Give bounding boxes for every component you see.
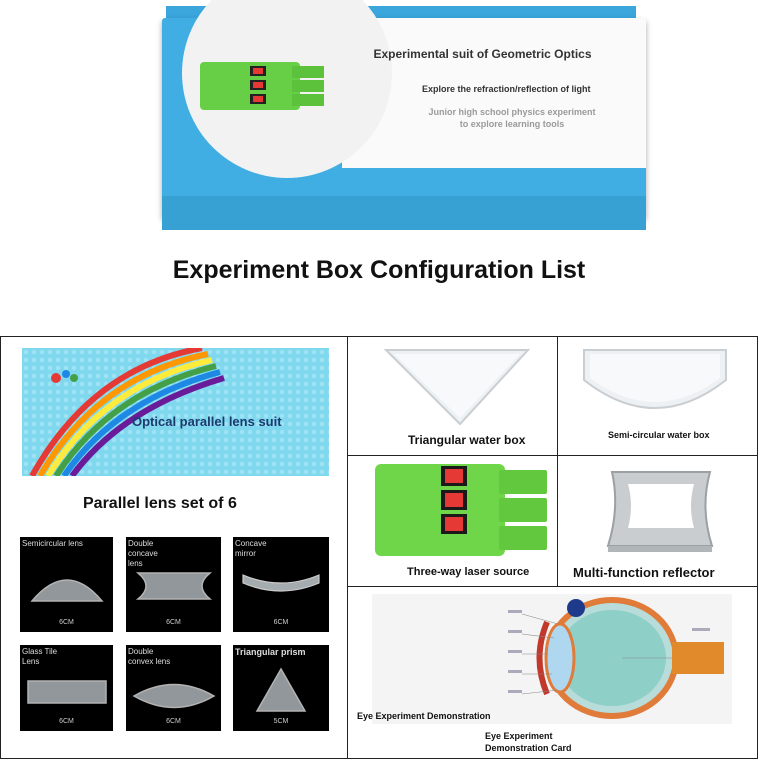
glass-tile-lens-icon — [27, 680, 107, 704]
lens-size: 6CM — [166, 619, 181, 626]
semicircular-lens-icon — [30, 579, 104, 602]
lens-size: 6CM — [166, 718, 181, 725]
triangular-water-box-image — [383, 349, 531, 426]
box-tagline: Junior high school physics experiment to… — [422, 106, 602, 130]
panel-divider-h1 — [347, 455, 758, 456]
lens-size: 6CM — [59, 619, 74, 626]
product-box-photo: Experimental suit of Geometric Optics Ex… — [162, 0, 646, 230]
parallel-card-text: Optical parallel lens suit — [132, 414, 282, 429]
box-title: Experimental suit of Geometric Optics — [373, 47, 592, 61]
box-bottom-flap — [162, 196, 646, 230]
box-subtitle: Explore the refraction/reflection of lig… — [422, 84, 591, 94]
eye-diagram-graphic — [508, 597, 724, 719]
eye-diagram-image — [372, 594, 732, 724]
box-tagline-line1: Junior high school physics experiment — [428, 107, 596, 117]
rainbow-graphic — [29, 348, 225, 476]
page-heading: Experiment Box Configuration List — [172, 256, 586, 284]
lens-size: 6CM — [273, 619, 289, 626]
reflector-label: Multi-function reflector — [573, 565, 715, 580]
semicircular-water-box-label: Semi-circular water box — [608, 430, 710, 440]
lens-tile-double-concave: Double concave lens 6CM — [126, 537, 221, 632]
panel-divider-h2 — [347, 586, 758, 587]
triangular-prism-icon — [255, 667, 307, 712]
box-front: Experimental suit of Geometric Optics Ex… — [162, 0, 646, 230]
lens-label: Triangular prism — [235, 647, 306, 657]
lens-tile-triangular-prism: Triangular prism 5CM — [233, 645, 329, 731]
lens-label: Glass Tile Lens — [22, 647, 58, 666]
eye-demo-label: Eye Experiment Demonstration — [357, 711, 491, 721]
multi-function-reflector-image — [606, 471, 714, 552]
lens-tile-concave-mirror: Concave mirror 6CM — [233, 537, 329, 632]
lens-tile-semicircular: Semicircular lens 6CM — [20, 537, 113, 632]
lens-tile-glass-tile: Glass Tile Lens 6CM — [20, 645, 113, 731]
panel-divider-vertical-right — [557, 336, 558, 586]
panel-divider-vertical — [347, 336, 348, 759]
lens-label: Concave mirror — [235, 539, 267, 558]
eye-card-label: Eye Experiment Demonstration Card — [485, 731, 572, 753]
lens-label: Double concave lens — [128, 539, 158, 568]
box-tagline-line2: to explore learning tools — [459, 119, 565, 129]
lens-size: 6CM — [59, 718, 74, 725]
double-concave-lens-icon — [135, 572, 213, 600]
laser-source-image — [375, 464, 547, 556]
double-convex-lens-icon — [132, 683, 216, 709]
lens-label: Double convex lens — [128, 647, 171, 666]
lens-label: Semicircular lens — [22, 539, 83, 548]
semicircular-water-box-image — [583, 349, 727, 409]
concave-mirror-icon — [242, 574, 320, 592]
parallel-caption: Parallel lens set of 6 — [83, 495, 237, 512]
parallel-lens-card-image: Optical parallel lens suit — [22, 348, 329, 476]
triangular-water-box-label: Triangular water box — [408, 433, 526, 447]
laser-source-label: Three-way laser source — [407, 566, 530, 578]
laser-source-mini-image — [200, 62, 324, 110]
box-label-area — [342, 18, 646, 168]
lens-tile-double-convex: Double convex lens 6CM — [126, 645, 221, 731]
lens-size: 5CM — [273, 718, 289, 725]
